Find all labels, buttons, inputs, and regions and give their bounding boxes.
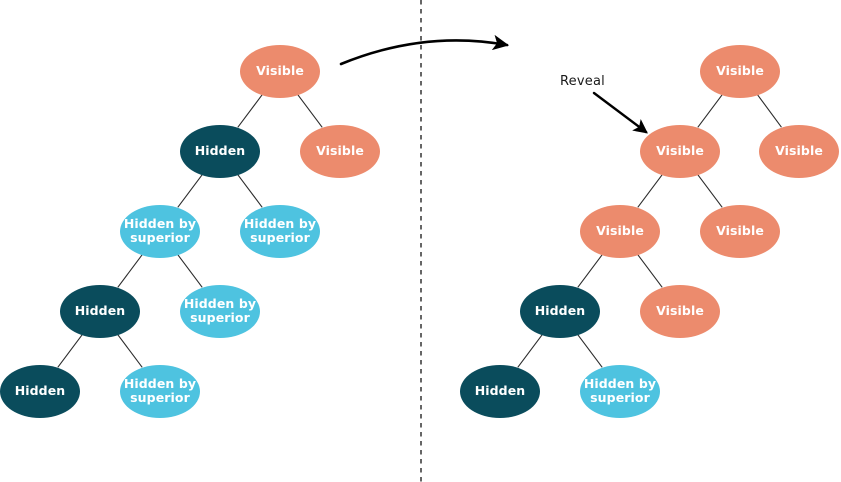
- tree-node-label: Visible: [596, 222, 644, 238]
- tree-node-label: Hidden by superior: [243, 215, 317, 245]
- tree-node-visible[interactable]: Visible: [300, 124, 380, 178]
- tree-node-hidden[interactable]: Hidden: [60, 284, 140, 338]
- tree-node-label: Visible: [316, 142, 364, 158]
- tree-node-label: Hidden: [74, 302, 126, 318]
- tree-node-visible[interactable]: Visible: [700, 44, 780, 98]
- tree-node-label: Visible: [656, 302, 704, 318]
- tree-node-visible[interactable]: Visible: [640, 124, 720, 178]
- tree-node-visible[interactable]: Visible: [700, 204, 780, 258]
- tree-node-label: Visible: [716, 62, 764, 78]
- tree-node-label: Visible: [775, 142, 823, 158]
- tree-node-hidden-by-superior[interactable]: Hidden by superior: [120, 364, 200, 418]
- tree-node-hidden-by-superior[interactable]: Hidden by superior: [120, 204, 200, 258]
- tree-node-label: Hidden: [194, 142, 246, 158]
- tree-node-label: Hidden: [534, 302, 586, 318]
- tree-node-hidden[interactable]: Hidden: [0, 364, 80, 418]
- tree-node-hidden[interactable]: Hidden: [520, 284, 600, 338]
- tree-node-label: Visible: [716, 222, 764, 238]
- tree-node-label: Hidden by superior: [123, 215, 197, 245]
- tree-node-visible[interactable]: Visible: [759, 124, 839, 178]
- tree-node-hidden-by-superior[interactable]: Hidden by superior: [240, 204, 320, 258]
- tree-node-label: Hidden by superior: [183, 295, 257, 325]
- tree-node-hidden-by-superior[interactable]: Hidden by superior: [180, 284, 260, 338]
- tree-node-hidden[interactable]: Hidden: [180, 124, 260, 178]
- tree-node-label: Visible: [656, 142, 704, 158]
- tree-node-visible[interactable]: Visible: [640, 284, 720, 338]
- tree-node-label: Hidden: [474, 382, 526, 398]
- tree-node-hidden[interactable]: Hidden: [460, 364, 540, 418]
- tree-node-visible[interactable]: Visible: [580, 204, 660, 258]
- tree-node-visible[interactable]: Visible: [240, 44, 320, 98]
- tree-node-label: Hidden by superior: [583, 375, 657, 405]
- reveal-annotation-label: Reveal: [560, 74, 605, 89]
- tree-node-label: Hidden: [14, 382, 66, 398]
- tree-node-label: Hidden by superior: [123, 375, 197, 405]
- tree-node-hidden-by-superior[interactable]: Hidden by superior: [580, 364, 660, 418]
- tree-node-label: Visible: [256, 62, 304, 78]
